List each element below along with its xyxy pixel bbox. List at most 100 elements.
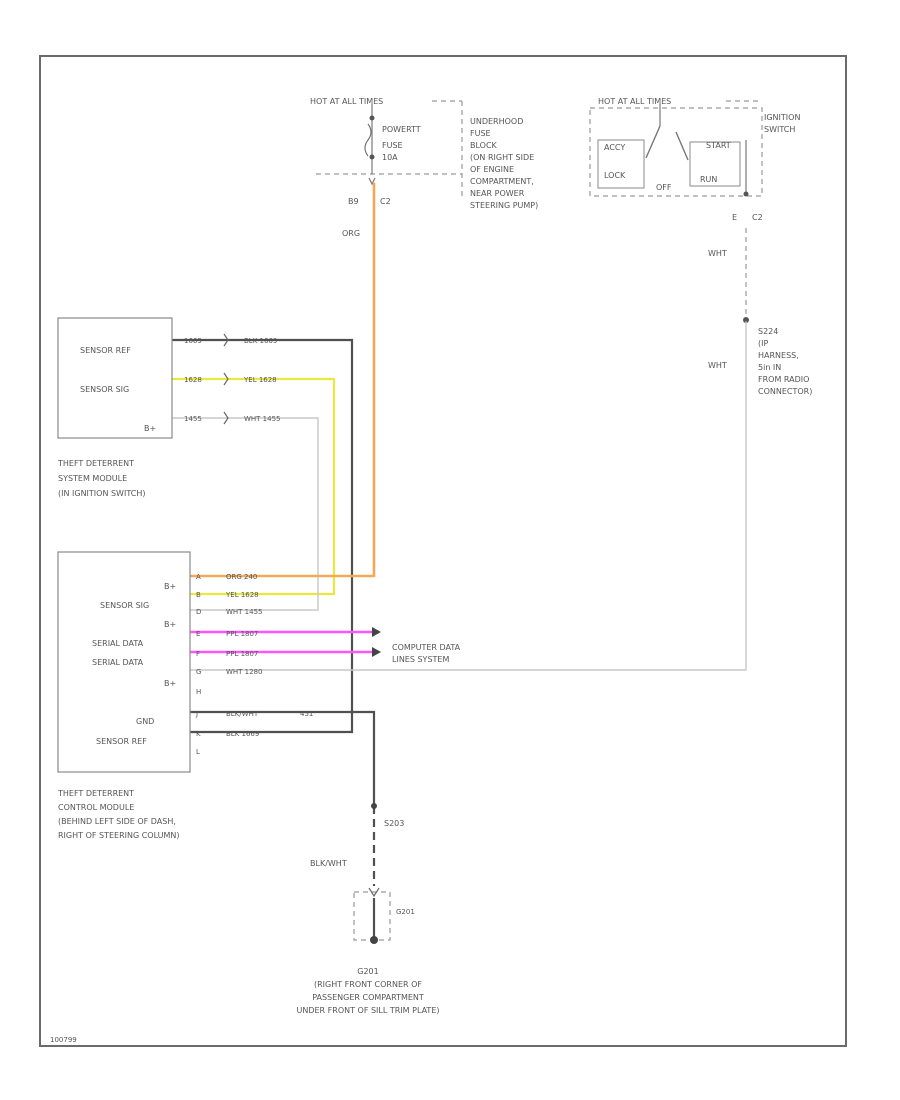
fuse-connector-icon: [368, 177, 376, 186]
sensor-row-3: B+: [144, 424, 156, 433]
sensor-conn-1-icon: [223, 333, 229, 347]
fuse-location-8: STEERING PUMP): [470, 201, 538, 210]
sensor-wire-3: WHT 1455: [244, 415, 281, 423]
footer-id: 100799: [50, 1036, 77, 1044]
ctrl-wire-5: PPL 1807: [226, 650, 258, 658]
ctrl-row-9: SENSOR REF: [96, 737, 147, 746]
ground-location-1: G201: [357, 967, 378, 976]
ignition-switch-blade-2: [675, 131, 689, 161]
control-module-group: B+ SENSOR SIG B+ SERIAL DATA SERIAL DATA…: [57, 551, 461, 840]
splice-s224-line-5: FROM RADIO: [758, 375, 809, 384]
ctrl-wire-2: YEL 1628: [225, 591, 259, 599]
arrow-serial-1-icon: [372, 627, 381, 637]
fuse-conn-left: B9: [348, 197, 359, 206]
sensor-pin-1: 1669: [184, 337, 202, 345]
sensor-wire-1: BLK 1669: [244, 337, 277, 345]
sensor-row-1: SENSOR REF: [80, 346, 131, 355]
wire-blk-1669: [170, 338, 354, 734]
splice-s224-line-1: S224: [758, 327, 778, 336]
sensor-conn-3-icon: [223, 411, 229, 425]
ground-location-3: PASSENGER COMPARTMENT: [312, 993, 424, 1002]
wire-blk-wht: [188, 710, 376, 808]
splice-s224-dot: [743, 317, 749, 323]
wire-org-240: [188, 182, 376, 578]
ignition-pos-accy: ACCY: [604, 143, 625, 152]
ctrl-pin-k: K: [196, 730, 201, 738]
ignition-conn-right: C2: [752, 213, 763, 222]
fuse-location-4: (ON RIGHT SIDE: [470, 153, 534, 162]
fuse-top-dot: [369, 115, 375, 121]
fuse-location-3: BLOCK: [470, 141, 498, 150]
ctrl-pin-j: J: [195, 710, 198, 718]
ignition-conn-left: E: [732, 213, 737, 222]
fuse-location-2: FUSE: [470, 129, 491, 138]
splice-s224-line-2: (IP: [758, 339, 768, 348]
ignition-title-1: IGNITION: [764, 113, 800, 122]
sensor-title-3: (IN IGNITION SWITCH): [58, 489, 145, 498]
fuse-wire-label: ORG: [342, 229, 360, 238]
ignition-pos-run: RUN: [700, 175, 717, 184]
ctrl-title-1: THEFT DETERRENT: [57, 789, 134, 798]
ignition-pos-off: OFF: [656, 183, 672, 192]
fuse-element-icon: [364, 123, 372, 157]
ctrl-pin-a: A: [196, 573, 201, 581]
ground-wire-label: BLK/WHT: [310, 859, 347, 868]
ground-location-2: (RIGHT FRONT CORNER OF: [314, 980, 422, 989]
control-module-box: [57, 551, 191, 773]
ground-point-outline: [353, 891, 391, 941]
ignition-pos-start: START: [706, 141, 731, 150]
fuse-line-2: FUSE: [382, 141, 403, 150]
ctrl-pin-d: D: [196, 608, 201, 616]
fuse-hot-label: HOT AT ALL TIMES: [310, 97, 383, 106]
ignition-start-run-box: [689, 141, 741, 187]
fuse-bottom-dot: [369, 154, 375, 160]
fuse-line-1: POWERTT: [382, 125, 421, 134]
ignition-title-2: SWITCH: [764, 125, 795, 134]
fuse-block-group: HOT AT ALL TIMES POWERTT FUSE 10A UNDERH…: [310, 97, 538, 238]
ctrl-wire-4: PPL 1807: [226, 630, 258, 638]
fuse-conn-right: C2: [380, 197, 391, 206]
ctrl-wire-1: ORG 240: [226, 573, 257, 581]
ctrl-row-5: SERIAL DATA: [92, 658, 144, 667]
arrow-serial-2-icon: [372, 647, 381, 657]
fuse-location-5: OF ENGINE: [470, 165, 514, 174]
ctrl-gnd-id: 451: [300, 710, 313, 718]
ground-point-label: G201: [396, 908, 415, 916]
fuse-location-1: UNDERHOOD: [470, 117, 523, 126]
wire-yel-1628: [170, 377, 336, 596]
ctrl-pin-e: E: [196, 630, 200, 638]
sensor-row-2: SENSOR SIG: [80, 385, 129, 394]
ground-location-4: UNDER FRONT OF SILL TRIM PLATE): [297, 1006, 440, 1015]
ctrl-pin-g: G: [196, 668, 201, 676]
ctrl-title-3: (BEHIND LEFT SIDE OF DASH,: [58, 817, 176, 826]
computer-data-2: LINES SYSTEM: [392, 655, 449, 664]
sensor-module-box: [57, 317, 173, 439]
sensor-pin-3: 1455: [184, 415, 202, 423]
ignition-pos-lock: LOCK: [604, 171, 626, 180]
ignition-hot-label: HOT AT ALL TIMES: [598, 97, 671, 106]
ctrl-wire-9: BLK 1669: [226, 730, 259, 738]
sensor-title-2: SYSTEM MODULE: [58, 474, 127, 483]
sensor-pin-2: 1628: [184, 376, 202, 384]
ignition-wire-top: WHT: [708, 249, 727, 258]
wire-wht-1455: [171, 417, 319, 611]
fuse-line-3: 10A: [382, 153, 398, 162]
ignition-switch-outline: [589, 107, 763, 197]
ground-point-dot: [370, 936, 378, 944]
ctrl-pin-h: H: [196, 688, 201, 696]
ignition-switch-group: HOT AT ALL TIMES ACCY LOCK START RUN OFF…: [589, 97, 812, 396]
ctrl-row-3: B+: [164, 620, 176, 629]
ground-group: S203 BLK/WHT G201 G201 (RIGHT FRONT CORN…: [297, 819, 440, 1015]
splice-s224-line-3: HARNESS,: [758, 351, 799, 360]
splice-s203-dot: [371, 803, 377, 809]
ignition-accy-lock-box: [597, 139, 645, 189]
sensor-conn-2-icon: [223, 372, 229, 386]
ignition-switch-blade-1: [645, 125, 661, 159]
ctrl-row-1: B+: [164, 582, 176, 591]
ctrl-wire-6: WHT 1280: [226, 668, 263, 676]
ctrl-row-8: GND: [136, 717, 154, 726]
ground-splice-label: S203: [384, 819, 404, 828]
ignition-output-dot: [743, 191, 749, 197]
ignition-wire-bottom: WHT: [708, 361, 727, 370]
